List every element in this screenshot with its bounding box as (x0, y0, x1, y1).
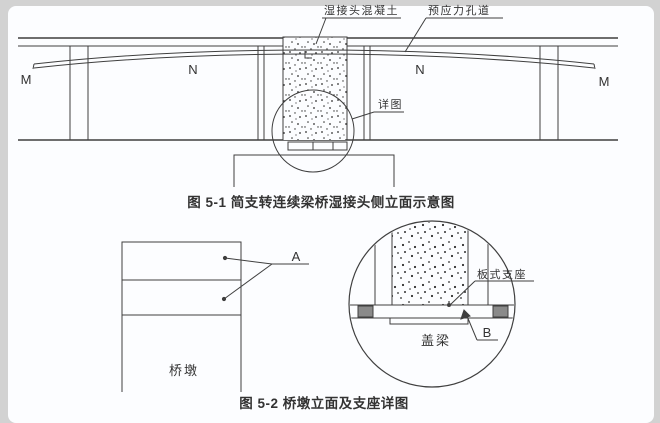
bearing-pedestal (389, 318, 469, 325)
moment-marker-n-left: N (188, 62, 197, 77)
b-leader-line (466, 315, 478, 341)
detail-wet-joint-stipple (392, 222, 468, 305)
tendon-lower-curve (33, 53, 595, 69)
tendon-coupler-mark (304, 51, 312, 59)
detail-reference-circle (271, 89, 355, 173)
plate-bearing-leader-dot (447, 303, 451, 307)
wet-joint-concrete-label: 湿接头混凝土 (324, 3, 399, 17)
plate-bearing-label-leader (449, 280, 476, 306)
figure1-drawing (18, 17, 618, 187)
pier-cap-outline (233, 154, 395, 187)
section-b-marker: B (483, 325, 492, 340)
pier-label: 桥墩 (169, 363, 199, 378)
tendon-right-cap (593, 63, 596, 70)
bearing-detail-circle (348, 220, 516, 388)
wet-joint-label-leader (315, 17, 327, 45)
figure2-caption: 图 5-2 桥墩立面及支座详图 (239, 395, 409, 411)
paper-sheet (8, 6, 654, 423)
figure2-drawing (121, 220, 534, 392)
figure1-labels: 湿接头混凝土 预应力孔道 详图 M N N M 图 5-1 简支转连续梁桥湿接头… (21, 3, 610, 210)
wet-joint-outline (282, 36, 348, 140)
cap-beam-label: 盖梁 (421, 333, 451, 348)
bearing-strip (287, 141, 348, 151)
pier-elevation-outline (121, 241, 242, 392)
moment-marker-m-left: M (21, 72, 32, 87)
plate-bearing-left (357, 305, 374, 318)
plate-bearing-label: 板式支座 (477, 267, 527, 281)
detail-label-leader (351, 111, 404, 120)
figure2-labels: A 桥墩 板式支座 B 盖梁 图 5-2 桥墩立面及支座详图 (169, 249, 527, 411)
bearing-detail-contents (350, 222, 514, 325)
tendon-upper-curve (33, 49, 595, 65)
plate-bearing-right (492, 305, 509, 318)
section-a-marker: A (292, 249, 301, 264)
moment-marker-m-right: M (599, 74, 610, 89)
duct-label-leader (404, 17, 427, 53)
tendon-left-cap (32, 63, 35, 70)
moment-marker-n-right: N (415, 62, 424, 77)
wet-joint-stipple (283, 37, 347, 140)
figure1-caption: 图 5-1 简支转连续梁桥湿接头侧立面示意图 (187, 194, 455, 210)
a-leader-line-2 (223, 263, 273, 300)
prestress-duct-label: 预应力孔道 (428, 3, 491, 17)
a-leader-line-1 (224, 257, 273, 265)
detail-ref-label: 详图 (378, 97, 403, 111)
